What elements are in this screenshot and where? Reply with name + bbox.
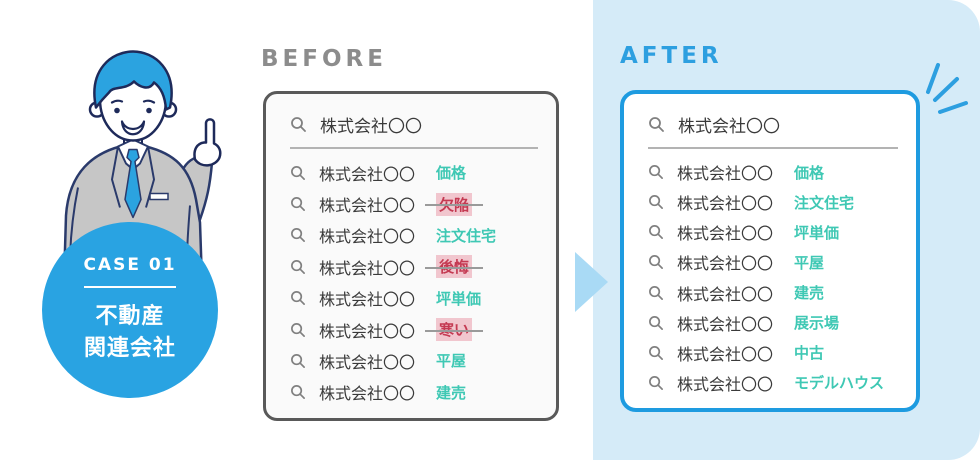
search-input-row[interactable]: 株式会社〇〇 bbox=[624, 94, 916, 147]
search-suggestion-row[interactable]: 株式会社〇〇 欠陥 bbox=[290, 192, 544, 216]
suggestion-keyword: 寒い bbox=[425, 318, 484, 342]
search-suggestion-row[interactable]: 株式会社〇〇 注文住宅 bbox=[648, 190, 904, 214]
suggestion-base-text: 株式会社〇〇 bbox=[677, 194, 774, 214]
suggestion-base-text: 株式会社〇〇 bbox=[319, 352, 416, 372]
search-input-row[interactable]: 株式会社〇〇 bbox=[266, 94, 556, 147]
suggestion-keyword: 建売 bbox=[436, 383, 467, 402]
before-suggestion-list: 株式会社〇〇 価格 株式会社〇〇 欠陥 株式会社〇〇 注文住 bbox=[266, 149, 556, 418]
after-search-panel: 株式会社〇〇 株式会社〇〇 価格 株式会社〇〇 注文住宅 bbox=[620, 90, 920, 412]
case-number-label: CASE 01 bbox=[83, 255, 177, 276]
before-heading: BEFORE bbox=[261, 46, 387, 72]
search-suggestion-row[interactable]: 株式会社〇〇 建売 bbox=[290, 380, 544, 404]
search-suggestion-row[interactable]: 株式会社〇〇 建売 bbox=[648, 281, 904, 305]
suggestion-base-text: 株式会社〇〇 bbox=[319, 290, 416, 310]
search-icon bbox=[648, 164, 664, 180]
after-heading: AFTER bbox=[620, 43, 723, 69]
suggestion-base-text: 株式会社〇〇 bbox=[319, 384, 416, 404]
search-suggestion-row[interactable]: 株式会社〇〇 展示場 bbox=[648, 311, 904, 335]
suggestion-base-text: 株式会社〇〇 bbox=[677, 164, 774, 184]
search-icon bbox=[290, 259, 306, 275]
suggestion-base-text: 株式会社〇〇 bbox=[677, 224, 774, 244]
search-icon bbox=[648, 254, 664, 270]
suggestion-keyword: 価格 bbox=[436, 164, 467, 183]
search-icon bbox=[290, 227, 306, 243]
suggestion-keyword: 欠陥 bbox=[425, 192, 484, 216]
search-icon bbox=[290, 353, 306, 369]
suggestion-keyword: 注文住宅 bbox=[794, 193, 855, 212]
suggestion-base-text: 株式会社〇〇 bbox=[319, 321, 416, 341]
search-icon bbox=[648, 285, 664, 301]
search-icon bbox=[648, 345, 664, 361]
sparkle-icon bbox=[926, 63, 968, 114]
search-suggestion-row[interactable]: 株式会社〇〇 寒い bbox=[290, 318, 544, 342]
search-icon bbox=[290, 196, 306, 212]
suggestion-base-text: 株式会社〇〇 bbox=[677, 374, 774, 394]
search-icon bbox=[290, 384, 306, 400]
search-icon bbox=[290, 165, 306, 181]
suggestion-keyword: 中古 bbox=[794, 344, 825, 363]
search-suggestion-row[interactable]: 株式会社〇〇 後悔 bbox=[290, 255, 544, 279]
suggestion-base-text: 株式会社〇〇 bbox=[677, 344, 774, 364]
search-suggestion-row[interactable]: 株式会社〇〇 坪単価 bbox=[648, 220, 904, 244]
search-suggestion-row[interactable]: 株式会社〇〇 注文住宅 bbox=[290, 223, 544, 247]
suggestion-base-text: 株式会社〇〇 bbox=[677, 314, 774, 334]
suggestions-divider bbox=[648, 147, 898, 149]
search-icon bbox=[290, 116, 307, 133]
suggestion-base-text: 株式会社〇〇 bbox=[677, 284, 774, 304]
search-icon bbox=[648, 375, 664, 391]
search-suggestion-row[interactable]: 株式会社〇〇 価格 bbox=[648, 160, 904, 184]
search-query-text: 株式会社〇〇 bbox=[678, 117, 780, 137]
search-icon bbox=[648, 224, 664, 240]
suggestion-base-text: 株式会社〇〇 bbox=[677, 254, 774, 274]
suggestion-base-text: 株式会社〇〇 bbox=[319, 258, 416, 278]
search-suggestion-row[interactable]: 株式会社〇〇 中古 bbox=[648, 341, 904, 365]
suggestion-keyword: 注文住宅 bbox=[436, 226, 497, 245]
badge-divider bbox=[84, 286, 176, 289]
search-suggestion-row[interactable]: 株式会社〇〇 モデルハウス bbox=[648, 371, 904, 395]
suggestion-base-text: 株式会社〇〇 bbox=[319, 227, 416, 247]
after-suggestion-list: 株式会社〇〇 価格 株式会社〇〇 注文住宅 株式会社〇〇 坪 bbox=[624, 149, 916, 408]
case-badge: CASE 01 不動産 関連会社 bbox=[42, 222, 218, 398]
suggestion-keyword: 平屋 bbox=[436, 352, 467, 371]
search-suggestion-row[interactable]: 株式会社〇〇 坪単価 bbox=[290, 286, 544, 310]
search-icon bbox=[648, 315, 664, 331]
suggestion-keyword: 坪単価 bbox=[794, 223, 840, 242]
suggestion-keyword: 平屋 bbox=[794, 253, 825, 272]
search-icon bbox=[648, 194, 664, 210]
search-suggestion-row[interactable]: 株式会社〇〇 平屋 bbox=[290, 349, 544, 373]
before-to-after-arrow bbox=[575, 252, 608, 312]
search-suggestion-row[interactable]: 株式会社〇〇 平屋 bbox=[648, 250, 904, 274]
suggestion-keyword: モデルハウス bbox=[794, 374, 885, 393]
before-search-panel: 株式会社〇〇 株式会社〇〇 価格 株式会社〇〇 欠陥 bbox=[263, 91, 559, 421]
search-query-text: 株式会社〇〇 bbox=[320, 117, 422, 137]
suggestion-base-text: 株式会社〇〇 bbox=[319, 196, 416, 216]
suggestion-keyword: 坪単価 bbox=[436, 289, 482, 308]
suggestion-keyword: 後悔 bbox=[425, 255, 484, 279]
suggestion-keyword: 価格 bbox=[794, 163, 825, 182]
search-icon bbox=[290, 290, 306, 306]
suggestion-keyword: 建売 bbox=[794, 284, 825, 303]
search-suggestion-row[interactable]: 株式会社〇〇 価格 bbox=[290, 161, 544, 185]
industry-name: 不動産 関連会社 bbox=[83, 304, 176, 361]
suggestions-divider bbox=[290, 147, 538, 149]
search-icon bbox=[290, 322, 306, 338]
suggestion-keyword: 展示場 bbox=[794, 314, 840, 333]
suggestion-base-text: 株式会社〇〇 bbox=[319, 164, 416, 184]
search-icon bbox=[648, 116, 665, 133]
